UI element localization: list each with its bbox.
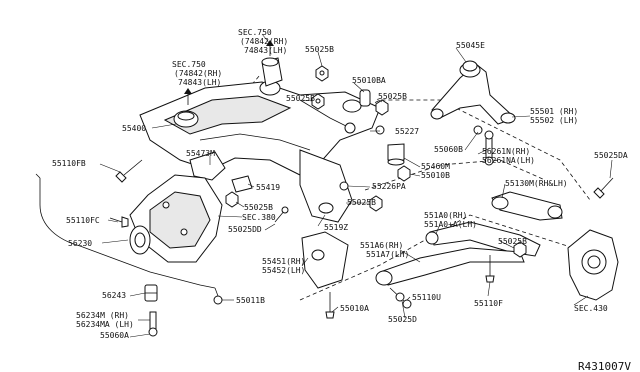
arrow-head-sec750-left	[184, 88, 192, 94]
label-55501: 55501 (RH)	[530, 107, 578, 116]
nut-55010B	[397, 165, 411, 182]
label-55025B-f: 55025B	[498, 237, 527, 246]
label-55130M: 55130M(RH&LH)	[505, 179, 568, 188]
label-551A6: 551A6(RH)	[360, 241, 403, 250]
nut-55025B-b	[311, 93, 325, 110]
label-56234M: 56234M (RH)	[76, 311, 129, 320]
bushing-55010BA	[359, 89, 371, 107]
label-55025DD: 55025DD	[228, 225, 262, 234]
nut-55025B-d	[225, 191, 239, 208]
label-5519Z: 5519Z	[324, 223, 348, 232]
label-55060A: 55060A	[100, 331, 129, 340]
label-56261NA: 56261NA(LH)	[482, 156, 535, 165]
label-sec750-top-lh: 74843(LH)	[244, 46, 287, 55]
label-551A7: 551A7(LH)	[366, 250, 409, 259]
nut-55025B-a	[315, 65, 329, 82]
label-55025D: 55025D	[388, 315, 417, 324]
nut-55025D	[395, 292, 405, 302]
label-55025B-a: 55025B	[305, 45, 334, 54]
label-55025DA: 55025DA	[594, 151, 628, 160]
bolt-55110FC	[109, 216, 129, 228]
label-55045E: 55045E	[456, 41, 485, 50]
label-55010BA: 55010BA	[352, 76, 386, 85]
mount-55419	[231, 175, 253, 193]
bolt-55227	[375, 125, 385, 135]
label-55060B-a: 55060B	[434, 145, 463, 154]
label-55110FC: 55110FC	[66, 216, 100, 225]
nut-55060B	[473, 125, 483, 135]
label-56261N: 56261N(RH)	[482, 147, 530, 156]
label-551A0-lh: 551A0+A(LH)	[424, 220, 477, 229]
label-56234MA: 56234MA (LH)	[76, 320, 134, 329]
label-sec750-left: SEC.750	[172, 60, 206, 69]
nut-55025DD	[274, 206, 289, 223]
label-55025B-d: 55025B	[244, 203, 273, 212]
link-56261N	[484, 130, 494, 166]
label-sec750-left-rh: (74842(RH)	[174, 69, 222, 78]
mount-55473M	[189, 151, 226, 181]
label-55110F: 55110F	[474, 299, 503, 308]
label-55110U: 55110U	[412, 293, 441, 302]
bolt-55110FB	[115, 159, 143, 183]
label-551A0-rh: 551A0(RH)	[424, 211, 467, 220]
label-55400: 55400	[122, 124, 146, 133]
label-55025B-e: 55025B	[347, 198, 376, 207]
label-sec430: SEC.430	[574, 304, 608, 313]
label-55227: 55227	[395, 127, 419, 136]
rear-knuckle	[567, 229, 619, 301]
part-labels: SEC.750 (74842(RH) 74843(LH) SEC.750 (74…	[52, 28, 631, 372]
stabilizer-bar	[35, 173, 219, 297]
label-55419: 55419	[256, 183, 280, 192]
label-55025B-c: 55025B	[378, 92, 407, 101]
rear-differential	[129, 174, 223, 263]
stabilizer-link	[148, 311, 158, 337]
label-sec380: SEC.380	[242, 213, 276, 222]
upper-arm	[430, 62, 516, 125]
nut-55226PA	[339, 181, 349, 191]
dashed-boundary-lower	[299, 214, 591, 301]
bracket-55451	[301, 231, 349, 289]
label-55502: 55502 (LH)	[530, 116, 578, 125]
nut-55025B-e	[369, 195, 383, 212]
label-55025B-b: 55025B	[286, 94, 315, 103]
dashed-boundary-mid	[364, 159, 546, 191]
bumper-55460M	[387, 143, 405, 166]
diagram-reference-code: R431007V	[578, 360, 631, 372]
label-sec750-left-lh: 74843(LH)	[178, 78, 221, 87]
label-55452: 55452(LH)	[262, 266, 305, 275]
nut-55025B-f	[513, 241, 527, 258]
top-mount	[261, 57, 283, 87]
label-55226PA: 55226PA	[372, 182, 406, 191]
lower-link-55130M	[491, 191, 563, 221]
label-55010B: 55010B	[421, 171, 450, 180]
label-56243: 56243	[102, 291, 126, 300]
lower-arm-551A6	[375, 247, 525, 286]
nut-55025B-c	[375, 99, 389, 116]
leader-lines	[99, 33, 613, 338]
label-55473M: 55473M	[186, 149, 215, 158]
label-55460M: 55460M	[421, 162, 450, 171]
bolt-55110F	[485, 255, 495, 283]
label-55010A: 55010A	[340, 304, 369, 313]
label-55011B: 55011B	[236, 296, 265, 305]
bolt-55011B	[213, 295, 223, 305]
label-56230: 56230	[68, 239, 92, 248]
bolt-55025DA	[593, 177, 614, 199]
bushing-56243	[144, 284, 158, 302]
bolt-55010A	[325, 292, 335, 319]
bushing-55045E	[462, 60, 478, 72]
label-sec750-top-rh: (74842(RH)	[240, 37, 288, 46]
label-sec750-top: SEC.750	[238, 28, 272, 37]
label-55110FB: 55110FB	[52, 159, 86, 168]
label-55451: 55451(RH)	[262, 257, 305, 266]
arrow-head-sec750-top	[266, 40, 274, 46]
